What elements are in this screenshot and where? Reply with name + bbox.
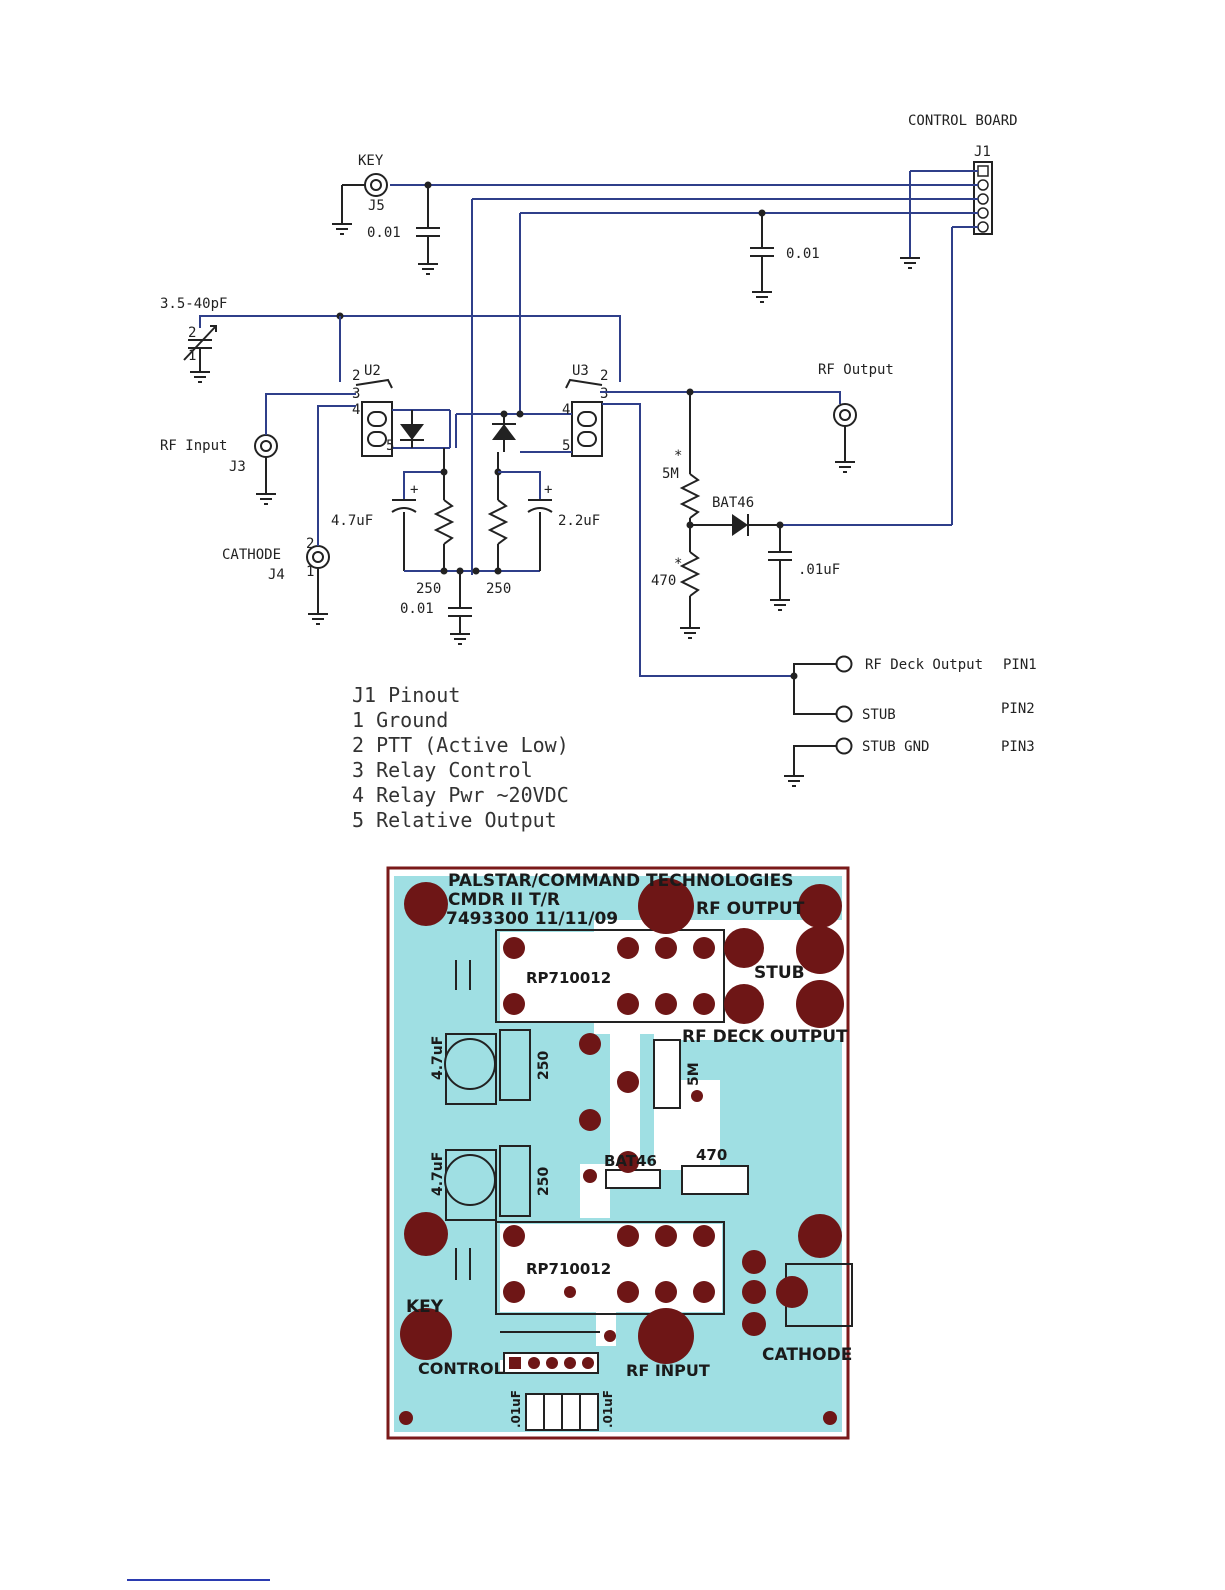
j4-pin2: 2 (306, 536, 314, 552)
res-5m-star: * (674, 448, 682, 464)
j3-connector (254, 393, 356, 505)
pcb-relay-top-label: RP710012 (526, 969, 611, 987)
j4-pin1: 1 (306, 564, 314, 580)
timing-network (391, 448, 553, 645)
u2-label: U2 (364, 363, 381, 379)
bat46-label: BAT46 (712, 495, 754, 511)
pcb-layout: PALSTAR/COMMAND TECHNOLOGIES CMDR II T/R… (386, 866, 853, 1440)
pcb-passives (444, 960, 853, 1333)
pin2-label: PIN2 (1001, 701, 1035, 717)
u3-label: U3 (572, 363, 589, 379)
u2-relay (355, 378, 451, 457)
rf-output-label: RF Output (818, 362, 894, 378)
res-250-right-value: 250 (486, 581, 511, 597)
cap-47-plus: + (410, 482, 418, 498)
pcb-res-470-label: 470 (696, 1146, 727, 1164)
pcb-relay-top (495, 929, 725, 1023)
pcb-rf-output-label: RF OUTPUT (696, 899, 805, 919)
u2-pin5: 5 (386, 438, 394, 454)
cap-22-plus: + (544, 482, 552, 498)
control-board-label: CONTROL BOARD (908, 113, 1018, 129)
pcb-date-label: 7493300 11/11/09 (446, 909, 618, 929)
j3-label: J3 (229, 459, 246, 475)
j5-label: J5 (368, 198, 385, 214)
pcb-company-label: PALSTAR/COMMAND TECHNOLOGIES (448, 871, 793, 891)
rf-output-connector (833, 403, 857, 473)
u3-pin4: 4 (562, 402, 570, 418)
u3-pin3: 3 (600, 386, 608, 402)
pcb-res-250-top-label: 250 (536, 1051, 552, 1080)
pinout-item-3: 3 Relay Control (352, 758, 533, 782)
trimmer-pin1: 1 (188, 348, 196, 364)
key-cap-value: 0.01 (367, 225, 401, 241)
key-capacitor (416, 181, 440, 275)
pcb-res-5m-label: 5M (686, 1062, 702, 1086)
u3-relay (455, 378, 603, 457)
pcb-model-label: CMDR II T/R (448, 890, 560, 910)
res-470-star: * (674, 556, 682, 572)
pcb-rf-input-label: RF INPUT (626, 1361, 710, 1380)
pcb-cap-01-right-label: .01uF (601, 1390, 615, 1428)
key-label: KEY (358, 153, 384, 169)
res-250-left-value: 250 (416, 581, 441, 597)
pcb-cap-01-left-label: .01uF (509, 1390, 523, 1428)
relay-supply-capacitor (750, 209, 774, 303)
stub-label: STUB (862, 707, 896, 723)
res-5m-value: 5M (662, 466, 679, 482)
cap-bottom-value: 0.01 (400, 601, 434, 617)
j4-connector (306, 405, 356, 625)
u3-pin5: 5 (562, 438, 570, 454)
pcb-rf-deck-output-label: RF DECK OUTPUT (682, 1027, 848, 1047)
stub-connections (602, 403, 853, 787)
pinout-title: J1 Pinout (352, 683, 460, 707)
pin1-label: PIN1 (1003, 657, 1037, 673)
rf-output-network (600, 388, 841, 639)
pcb-stub-label: STUB (754, 963, 805, 983)
pcb-pads (399, 878, 844, 1425)
j1-wires (390, 170, 978, 575)
cap-22-value: 2.2uF (558, 513, 600, 529)
pinout-item-5: 5 Relative Output (352, 808, 557, 832)
pinout-item-2: 2 PTT (Active Low) (352, 733, 569, 757)
trimmer-pin2: 2 (188, 325, 196, 341)
j1-label: J1 (974, 144, 991, 160)
cap-47-value: 4.7uF (331, 513, 373, 529)
u3-pin2: 2 (600, 368, 608, 384)
pcb-cap-47-top-label: 4.7uF (430, 1036, 446, 1080)
schematic-diagram: CONTROL BOARD J1 KEY (160, 113, 1037, 787)
rf-deck-output-label: RF Deck Output (865, 657, 983, 673)
j4-label: J4 (268, 567, 285, 583)
pinout-item-4: 4 Relay Pwr ~20VDC (352, 783, 569, 807)
u2-pin3: 3 (352, 386, 360, 402)
pcb-relay-bottom (495, 1221, 725, 1315)
j5-connector (332, 173, 388, 235)
pcb-relay-bottom-label: RP710012 (526, 1260, 611, 1278)
trimmer-wires (199, 312, 621, 382)
j1-pinout-list: J1 Pinout 1 Ground 2 PTT (Active Low) 3 … (352, 683, 569, 832)
j1-ground-symbol (900, 257, 920, 269)
pcb-key-label: KEY (406, 1297, 444, 1317)
cap-01uf-value: .01uF (798, 562, 840, 578)
stub-gnd-label: STUB GND (862, 739, 929, 755)
u2-pin4: 4 (352, 402, 360, 418)
cathode-label: CATHODE (222, 547, 281, 563)
pcb-cap-47-bottom-label: 4.7uF (430, 1152, 446, 1196)
pcb-bat46-label: BAT46 (604, 1152, 657, 1170)
pcb-control-header (503, 1352, 599, 1431)
trimmer-capacitor (183, 325, 217, 383)
pcb-cathode-label: CATHODE (762, 1345, 852, 1365)
u2-pin2: 2 (352, 368, 360, 384)
res-470-value: 470 (651, 573, 676, 589)
relay-cap-value: 0.01 (786, 246, 820, 262)
rf-input-label: RF Input (160, 438, 227, 454)
pinout-item-1: 1 Ground (352, 708, 448, 732)
pcb-control-label: CONTROL (418, 1359, 504, 1378)
trimmer-label: 3.5-40pF (160, 296, 227, 312)
pcb-copper-areas (394, 876, 842, 1432)
pcb-clearance (500, 932, 722, 1372)
pcb-res-250-bottom-label: 250 (536, 1167, 552, 1196)
pin3-label: PIN3 (1001, 739, 1035, 755)
